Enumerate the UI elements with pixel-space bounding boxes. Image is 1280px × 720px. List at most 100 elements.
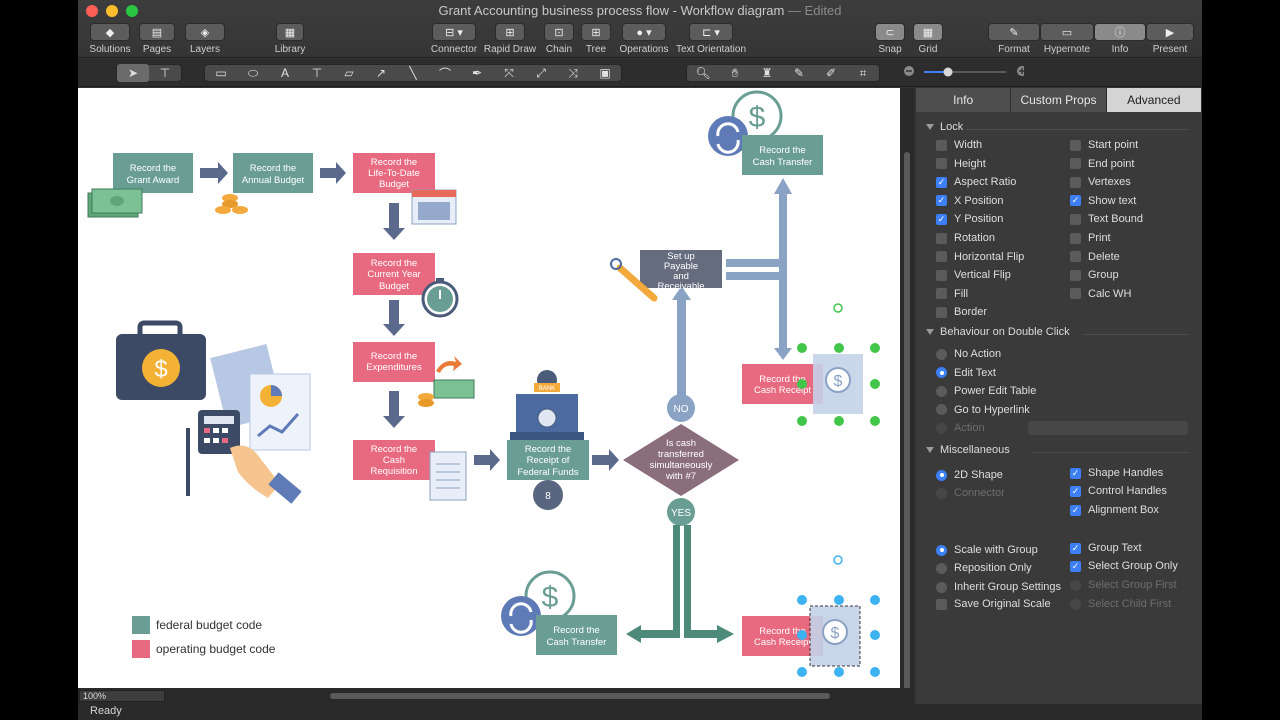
lock-border-checkbox[interactable]: Border — [936, 306, 987, 318]
dblclick-radio-edit-text[interactable]: Edit Text — [936, 367, 996, 379]
pen-tool-icon[interactable]: ✒ — [471, 66, 483, 80]
radio-reposition-only[interactable]: Reposition Only — [936, 562, 1032, 574]
checkbox-shape-handles[interactable]: ✓Shape Handles — [1070, 467, 1164, 479]
text-select-tool-icon[interactable]: ⊤ — [159, 66, 171, 80]
zoom-tool-icon[interactable]: 🔍︎ — [695, 66, 711, 80]
tab-info[interactable]: Info — [916, 88, 1012, 112]
checkbox-box[interactable] — [936, 139, 947, 151]
checkbox-box[interactable] — [936, 288, 947, 300]
lock-width-checkbox[interactable]: Width — [936, 139, 982, 151]
lock-text-bound-checkbox[interactable]: Text Bound — [1070, 213, 1143, 225]
lock-aspect-ratio-checkbox[interactable]: ✓Aspect Ratio — [936, 176, 1016, 188]
textbox-tool-icon[interactable]: ⊤ — [311, 66, 323, 80]
lock-vertical-flip-checkbox[interactable]: Vertical Flip — [936, 269, 1011, 281]
tab-custom-props[interactable]: Custom Props — [1011, 88, 1107, 112]
format-button[interactable]: ✎Format — [988, 23, 1040, 55]
minimize-window-button[interactable] — [106, 5, 118, 17]
checkbox-box[interactable] — [1070, 139, 1081, 151]
lock-end-point-checkbox[interactable]: End point — [1070, 158, 1134, 170]
hand-tool-icon[interactable]: ✋︎ — [731, 65, 739, 80]
line-tool-icon[interactable]: ╲ — [409, 66, 417, 80]
cash-receipt-top-box[interactable]: Record the Cash Receipt — [742, 364, 823, 404]
checkbox-group-text[interactable]: ✓Group Text — [1070, 542, 1142, 554]
annual-budget-box[interactable]: Record the Annual Budget — [233, 153, 313, 193]
arc-tool-icon[interactable]: ⌒ — [438, 66, 451, 81]
receipt-ff-box[interactable]: Record the Receipt of Federal Funds — [507, 440, 589, 480]
tab-advanced[interactable]: Advanced — [1106, 88, 1202, 112]
checkbox-box[interactable]: ✓ — [936, 176, 947, 188]
dblclick-radio-no-action[interactable]: No Action — [936, 348, 1001, 360]
crop-tool-icon[interactable]: ⌗ — [859, 65, 867, 80]
checkbox-box[interactable] — [936, 251, 947, 263]
ellipse-tool-icon[interactable]: ⬭ — [247, 65, 259, 80]
checkbox-box[interactable] — [1070, 213, 1081, 225]
rapid-draw-button[interactable]: ⊞Rapid Draw — [482, 23, 538, 55]
spline-tool-icon[interactable]: ⤨ — [568, 65, 578, 80]
radio-scale-with-group[interactable]: Scale with Group — [936, 544, 1038, 556]
pages-button[interactable]: ▤Pages — [136, 23, 178, 55]
checkbox-box[interactable] — [1070, 251, 1081, 263]
decision-diamond[interactable]: Is cash transferred simultaneously with … — [623, 424, 739, 496]
lock-show-text-checkbox[interactable]: ✓Show text — [1070, 195, 1136, 207]
lock-y-position-checkbox[interactable]: ✓Y Position — [936, 213, 1003, 225]
bezier-tool-icon[interactable]: ⤧ — [504, 65, 514, 80]
diagram-canvas[interactable]: Record the Grant Award Record the Annual… — [78, 88, 900, 688]
radio-dot[interactable] — [936, 404, 947, 415]
hypernote-button[interactable]: ▭Hypernote — [1040, 23, 1094, 55]
solutions-button[interactable]: ◆Solutions — [86, 23, 134, 55]
checkbox-box[interactable] — [1070, 232, 1081, 244]
stamp-tool-icon[interactable]: ♜ — [761, 66, 773, 80]
lock-delete-checkbox[interactable]: Delete — [1070, 251, 1120, 263]
brush-tool-icon[interactable]: ✐ — [825, 66, 837, 80]
checkbox-box[interactable] — [1070, 288, 1081, 300]
checkbox-alignment-box[interactable]: ✓Alignment Box — [1070, 504, 1159, 516]
lock-group-checkbox[interactable]: Group — [1070, 269, 1119, 281]
layers-button[interactable]: ◈Layers — [182, 23, 228, 55]
horizontal-scrollbar[interactable]: 100% — [78, 688, 914, 704]
payable-box[interactable]: Set up Payable and Receivable — [640, 250, 722, 292]
lock-calc-wh-checkbox[interactable]: Calc WH — [1070, 288, 1131, 300]
zoom-window-button[interactable] — [126, 5, 138, 17]
lock-rotation-checkbox[interactable]: Rotation — [936, 232, 995, 244]
dblclick-radio-go-to-hyperlink[interactable]: Go to Hyperlink — [936, 404, 1030, 416]
library-button[interactable]: ▦Library — [268, 23, 312, 55]
checkbox-box[interactable]: ✓ — [936, 213, 947, 225]
lock-x-position-checkbox[interactable]: ✓X Position — [936, 195, 1004, 207]
zoom-slider[interactable] — [904, 65, 1027, 81]
checkbox-box[interactable] — [1070, 269, 1081, 281]
cash-transfer-bottom-box[interactable]: Record the Cash Transfer — [536, 615, 617, 655]
operations-button[interactable]: ● ▾Operations — [616, 23, 672, 55]
misc-section-header[interactable]: Miscellaneous — [926, 444, 1010, 456]
ltd-budget-box[interactable]: Record the Life-To-Date Budget — [353, 153, 435, 193]
lock-horizontal-flip-checkbox[interactable]: Horizontal Flip — [936, 251, 1024, 263]
rectangle-tool-icon[interactable]: ▭ — [215, 66, 227, 80]
cash-transfer-top-box[interactable]: Record the Cash Transfer — [742, 135, 823, 175]
lock-fill-checkbox[interactable]: Fill — [936, 288, 968, 300]
chain-button[interactable]: ⊡Chain — [542, 23, 576, 55]
selection-handles-top[interactable] — [797, 303, 880, 426]
expenditures-box[interactable]: Record the Expenditures — [353, 342, 435, 382]
polyline-tool-icon[interactable]: ⤢ — [536, 65, 546, 80]
radio-inherit-group-settings[interactable]: Inherit Group Settings — [936, 581, 1061, 593]
arrow-tool-icon[interactable]: ↗ — [375, 66, 387, 80]
text-tool-icon[interactable]: A — [280, 66, 289, 80]
lock-start-point-checkbox[interactable]: Start point — [1070, 139, 1138, 151]
radio-2d-shape[interactable]: 2D Shape — [936, 469, 1003, 481]
checkbox-box[interactable] — [936, 306, 947, 318]
lock-height-checkbox[interactable]: Height — [936, 158, 986, 170]
present-button[interactable]: ▶Present — [1146, 23, 1194, 55]
checkbox-box[interactable] — [936, 232, 947, 244]
grid-button[interactable]: ▦Grid — [912, 23, 944, 55]
lock-print-checkbox[interactable]: Print — [1070, 232, 1111, 244]
radio-dot[interactable] — [936, 348, 947, 360]
selection-handles-bottom[interactable] — [797, 555, 880, 677]
eyedropper-tool-icon[interactable]: ✎ — [793, 66, 805, 80]
checkbox-box[interactable] — [936, 158, 947, 170]
checkbox-control-handles[interactable]: ✓Control Handles — [1070, 485, 1167, 497]
grant-award-box[interactable]: Record the Grant Award — [113, 153, 193, 193]
radio-dot[interactable] — [936, 367, 947, 378]
close-window-button[interactable] — [86, 5, 98, 17]
checkbox-box[interactable] — [936, 269, 947, 281]
checkbox-box[interactable]: ✓ — [936, 195, 947, 207]
